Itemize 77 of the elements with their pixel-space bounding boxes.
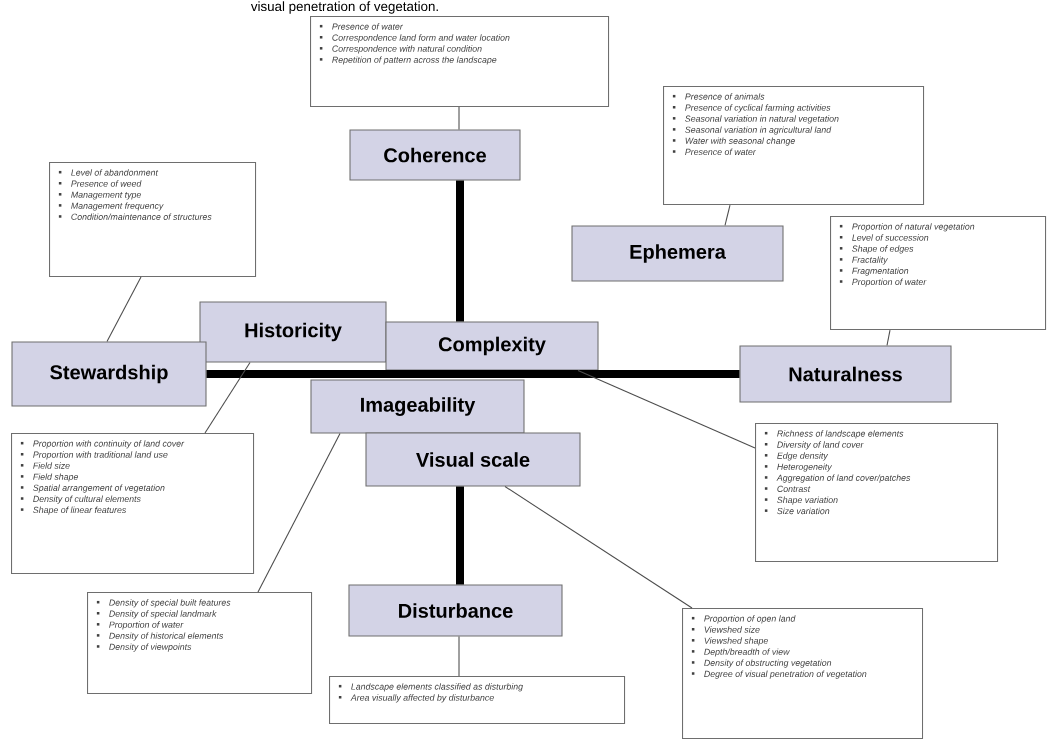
list-item: Size variation xyxy=(764,507,830,515)
list-item: Area visually affected by disturbance xyxy=(338,694,494,703)
list-item: Density of obstructing vegetation xyxy=(691,659,832,668)
list-item: Richness of landscape elements xyxy=(764,430,904,439)
attribute-list-box xyxy=(830,216,1047,331)
concept-box: Naturalness xyxy=(739,345,952,403)
list-item: Seasonal variation in agricultural land xyxy=(672,126,832,135)
leader-line xyxy=(724,204,731,226)
list-item: Presence of water xyxy=(672,148,757,155)
list-item: Shape of linear features xyxy=(20,506,127,515)
list-item: Repetition of pattern across the landscape xyxy=(319,56,497,65)
list-item: Edge density xyxy=(764,452,829,461)
list-item: Proportion of natural vegetation xyxy=(839,223,975,232)
leader-line xyxy=(886,329,891,346)
attribute-list-box xyxy=(11,433,255,575)
list-item: Correspondence with natural condition xyxy=(319,45,482,54)
list-item: Density of special built features xyxy=(96,599,231,608)
attribute-list-box xyxy=(87,592,313,695)
attribute-list-box xyxy=(663,86,925,206)
concept-box: Imageability xyxy=(310,379,525,434)
concept-box: Ephemera xyxy=(571,225,784,282)
list-item: Density of viewpoints xyxy=(96,643,192,652)
list-item: Aggregation of land cover/patches xyxy=(764,474,911,483)
list-item: Spatial arrangement of vegetation xyxy=(20,484,165,493)
list-item: Level of abandonment xyxy=(58,169,159,176)
list-item: Viewshed size xyxy=(691,626,760,633)
list-item: Seasonal variation in natural vegetation xyxy=(672,115,839,124)
concept-box: Stewardship xyxy=(11,341,207,407)
list-item: Management frequency xyxy=(58,202,164,211)
leader-line xyxy=(106,276,142,342)
list-item: Fractality xyxy=(839,256,888,265)
list-item: Proportion of open land xyxy=(691,615,796,624)
list-item: Viewshed shape xyxy=(691,637,768,646)
concept-box: Complexity xyxy=(385,321,599,371)
list-item: Presence of weed xyxy=(58,180,142,187)
list-item: Shape variation xyxy=(764,496,838,505)
list-item: Density of cultural elements xyxy=(20,495,141,504)
attribute-list-box xyxy=(310,16,610,108)
list-item: Presence of water xyxy=(319,23,404,30)
concept-box: Coherence xyxy=(349,129,521,181)
list-item: Density of special landmark xyxy=(96,610,217,619)
list-item: Field size xyxy=(20,462,70,469)
list-item: Landscape elements classified as disturbing xyxy=(338,683,523,692)
caption-fragment: visual penetration of vegetation. xyxy=(250,1,438,14)
list-item: Level of succession xyxy=(839,234,929,241)
leader-line xyxy=(458,106,460,130)
list-item: Depth/breadth of view xyxy=(691,648,790,657)
attribute-list-box xyxy=(49,162,257,278)
list-item: Presence of animals xyxy=(672,93,765,100)
leader-line xyxy=(458,636,460,677)
concept-box: Disturbance xyxy=(348,584,563,637)
list-item: Proportion of water xyxy=(96,621,184,630)
list-item: Contrast xyxy=(764,485,811,492)
list-item: Degree of visual penetration of vegetation xyxy=(691,670,867,679)
list-item: Diversity of land cover xyxy=(764,441,864,450)
leader-line xyxy=(577,370,756,449)
list-item: Condition/maintenance of structures xyxy=(58,213,212,220)
concept-box: Visual scale xyxy=(365,432,581,487)
list-item: Field shape xyxy=(20,473,79,482)
list-item: Density of historical elements xyxy=(96,632,224,641)
list-item: Management type xyxy=(58,191,141,200)
list-item: Heterogeneity xyxy=(764,463,833,472)
list-item: Water with seasonal change xyxy=(672,137,795,146)
list-item: Proportion with continuity of land cover xyxy=(20,440,185,449)
leader-line xyxy=(257,433,341,593)
list-item: Proportion of water xyxy=(839,278,927,287)
leader-line xyxy=(504,486,693,609)
attribute-list-box xyxy=(682,608,924,740)
list-item: Presence of cyclical farming activities xyxy=(672,104,831,113)
attribute-list-box xyxy=(755,423,999,563)
concept-box: Historicity xyxy=(199,301,387,363)
attribute-list-box xyxy=(329,676,626,725)
list-item: Fragmentation xyxy=(839,267,909,276)
list-item: Correspondence land form and water location xyxy=(319,34,510,43)
list-item: Proportion with traditional land use xyxy=(20,451,168,460)
list-item: Shape of edges xyxy=(839,245,914,254)
leader-line xyxy=(204,362,251,434)
